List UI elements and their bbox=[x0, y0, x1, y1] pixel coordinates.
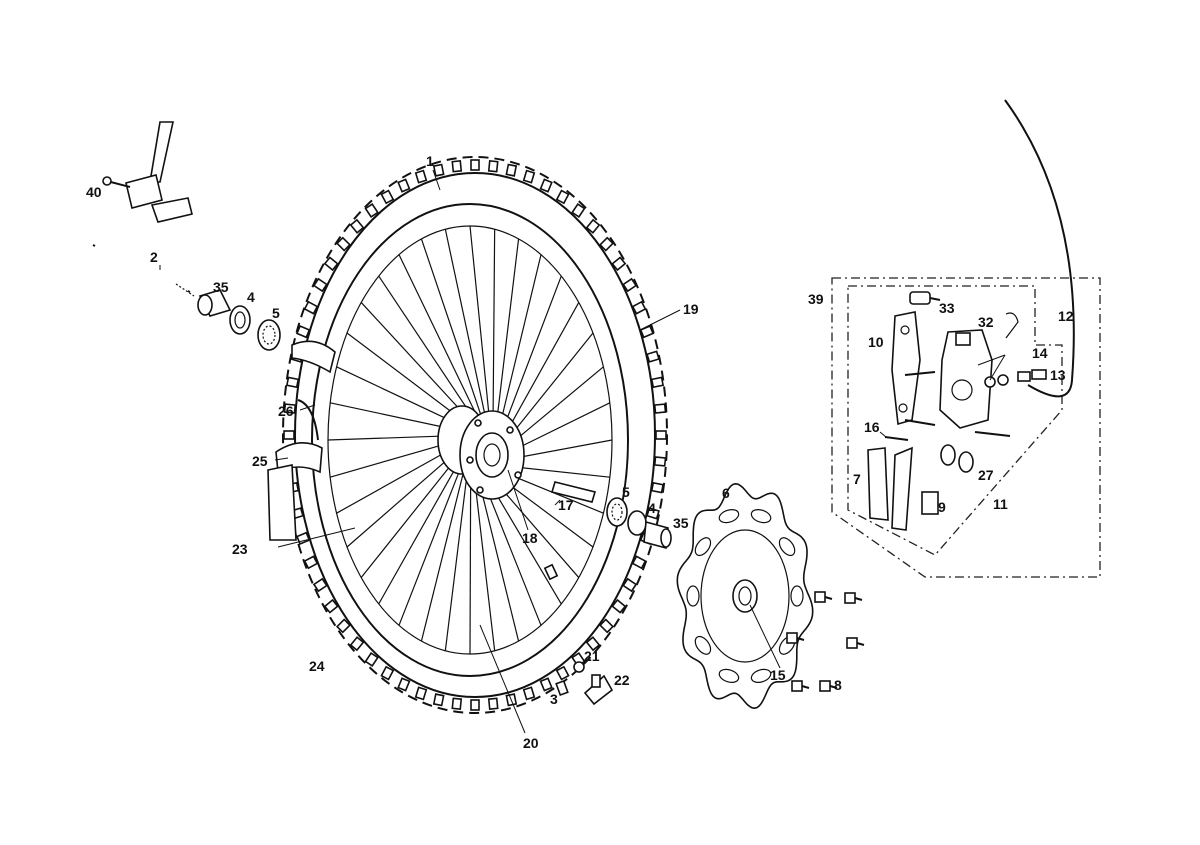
brake-hose bbox=[1004, 99, 1075, 398]
label-2: 2 bbox=[150, 249, 158, 265]
seal-right bbox=[627, 510, 647, 536]
brake-caliper-group bbox=[831, 99, 1101, 578]
brake-disc bbox=[676, 482, 814, 710]
rim-outer bbox=[311, 203, 629, 677]
label-23: 23 bbox=[232, 541, 248, 557]
leader-lines bbox=[159, 169, 1006, 734]
axle-puller bbox=[149, 121, 174, 183]
label-4-left: 4 bbox=[247, 289, 255, 305]
label-7: 7 bbox=[853, 471, 861, 487]
label-15: 15 bbox=[770, 667, 786, 683]
label-1: 1 bbox=[426, 153, 434, 169]
caliper-body bbox=[939, 329, 993, 429]
label-11: 11 bbox=[993, 496, 1008, 512]
hub bbox=[437, 405, 525, 500]
label-22: 22 bbox=[614, 672, 630, 688]
label-40: 40 bbox=[86, 184, 102, 200]
label-35-left: 35 bbox=[213, 279, 229, 295]
tyre-outer bbox=[282, 156, 668, 714]
label-13: 13 bbox=[1050, 367, 1066, 383]
axle-parts bbox=[92, 121, 281, 351]
label-14: 14 bbox=[1032, 345, 1048, 361]
label-19: 19 bbox=[683, 301, 699, 317]
label-17: 17 bbox=[558, 497, 574, 513]
label-6: 6 bbox=[722, 485, 730, 501]
pad-clip bbox=[921, 491, 939, 515]
rim-lock-nut bbox=[591, 674, 601, 688]
label-24: 24 bbox=[309, 658, 325, 674]
axle-parts-right bbox=[550, 481, 672, 550]
label-12: 12 bbox=[1058, 308, 1074, 324]
label-20: 20 bbox=[523, 735, 539, 751]
seal-left bbox=[229, 305, 251, 335]
label-26: 26 bbox=[278, 403, 294, 419]
bearing-left bbox=[257, 319, 281, 351]
label-33: 33 bbox=[939, 300, 955, 316]
label-8: 8 bbox=[834, 677, 842, 693]
tyre-tread bbox=[283, 159, 667, 711]
label-18: 18 bbox=[522, 530, 538, 546]
bearing-right bbox=[606, 497, 628, 527]
label-35-right: 35 bbox=[673, 515, 689, 531]
label-5-right: 5 bbox=[622, 484, 630, 500]
callout-labels: 1 40 2 35 4 5 26 25 23 24 19 18 17 20 21… bbox=[86, 153, 1074, 751]
label-3: 3 bbox=[550, 691, 558, 707]
label-32: 32 bbox=[978, 314, 994, 330]
spacer-left bbox=[197, 289, 232, 317]
hub-spacer bbox=[550, 481, 597, 503]
caliper-bracket bbox=[891, 311, 921, 426]
bolt-33 bbox=[909, 291, 931, 305]
label-25: 25 bbox=[252, 453, 268, 469]
label-16: 16 bbox=[864, 419, 880, 435]
front-axle bbox=[92, 244, 195, 297]
brake-pad bbox=[867, 447, 889, 521]
label-27: 27 bbox=[978, 467, 994, 483]
valve-cap bbox=[555, 679, 569, 697]
wheel-assembly bbox=[282, 156, 668, 714]
pin-clip bbox=[1005, 312, 1019, 339]
label-4-right: 4 bbox=[648, 500, 656, 516]
label-21: 21 bbox=[584, 648, 600, 664]
tube-and-tape bbox=[267, 340, 336, 541]
disc-bolts bbox=[786, 591, 865, 692]
axle-clamp bbox=[150, 197, 193, 223]
valve-stem bbox=[543, 563, 559, 581]
label-39: 39 bbox=[808, 291, 824, 307]
valve-nut bbox=[573, 661, 585, 673]
label-5-left: 5 bbox=[272, 305, 280, 321]
pad-spring bbox=[891, 446, 913, 531]
label-9: 9 bbox=[938, 499, 946, 515]
label-10: 10 bbox=[868, 334, 884, 350]
tyre-body bbox=[294, 172, 656, 698]
